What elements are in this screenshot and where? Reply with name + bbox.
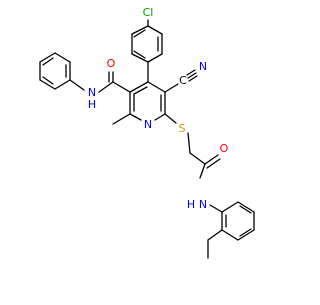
bond: [186, 69, 196, 76]
bond: [207, 229, 223, 241]
bond: [129, 81, 149, 93]
bond: [237, 229, 255, 241]
bond: [112, 113, 131, 125]
bond: [133, 29, 146, 38]
bond: [189, 152, 206, 165]
nitrile-nitrogen-label: N: [199, 60, 207, 73]
bond: [206, 158, 221, 169]
atom-labels: Cl C N O N H N S O N H: [88, 6, 229, 211]
amide-nitrogen-2-label: N: [199, 198, 207, 211]
bond: [133, 86, 148, 95]
bond: [147, 53, 163, 63]
bond: [54, 52, 71, 63]
nitrile-carbon-label: C: [179, 74, 187, 87]
chlorine-label: Cl: [143, 6, 154, 19]
bond: [221, 229, 239, 241]
bonds: [39, 19, 255, 259]
bond: [131, 25, 149, 35]
bond: [199, 163, 206, 179]
amide-hydrogen-1-label: H: [88, 98, 96, 111]
bond: [69, 79, 85, 91]
bond: [42, 76, 54, 85]
bond: [39, 52, 56, 63]
molecule-structure: Cl C N O N H N S O N H: [39, 6, 255, 259]
bond: [239, 205, 252, 214]
amide-hydrogen-2-label: H: [187, 198, 195, 211]
bond: [187, 72, 197, 79]
bond: [239, 228, 252, 237]
bond: [221, 201, 239, 213]
bond: [131, 53, 149, 63]
bond: [187, 132, 191, 154]
bond: [42, 57, 54, 66]
amide-oxygen-1-label: O: [107, 57, 116, 70]
bond: [188, 75, 198, 82]
bond: [133, 50, 146, 59]
bond: [237, 201, 255, 213]
bond: [204, 154, 219, 165]
bond: [129, 113, 142, 121]
bond: [209, 204, 223, 213]
bond: [164, 83, 179, 93]
molecule-diagram: Cl C N O N H N S O N H: [39, 6, 255, 259]
bond: [164, 113, 177, 124]
sulfur-label: S: [179, 122, 186, 135]
bond: [39, 79, 56, 90]
amide-nitrogen-1-label: N: [88, 86, 96, 99]
bond: [154, 113, 166, 121]
bond: [54, 79, 71, 90]
pyridine-nitrogen-label: N: [144, 118, 152, 131]
bond: [112, 81, 131, 93]
bond: [147, 25, 163, 35]
bond: [147, 81, 166, 93]
amide-oxygen-2-label: O: [220, 142, 229, 155]
bond: [98, 81, 114, 93]
